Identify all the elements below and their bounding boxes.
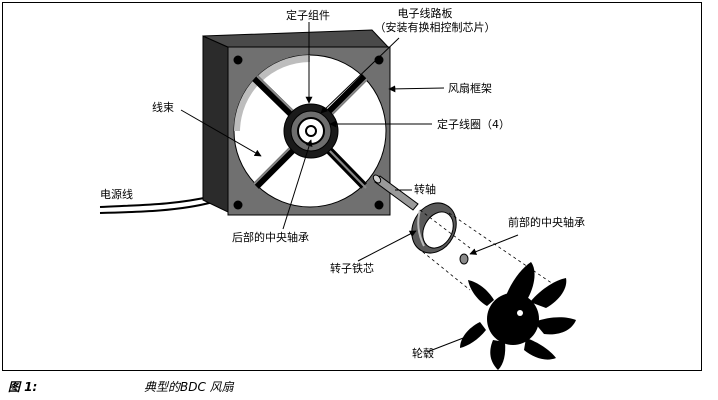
figure-number: 图 1: [8, 380, 38, 394]
figure-caption: 典型的BDC 风扇 [144, 380, 234, 394]
label-stator-assembly: 定子组件 [286, 8, 330, 22]
label-circuit-board-note: （安装有换相控制芯片） [375, 20, 496, 34]
rear-bearing-center [305, 125, 317, 137]
impeller-hub-hole [517, 310, 523, 316]
label-stator-coil: 定子线圈（4） [437, 117, 510, 131]
front-center-bearing [459, 253, 469, 265]
fan-impeller [460, 262, 576, 370]
rotating-shaft [372, 174, 419, 211]
label-rear-center-bearing: 后部的中央轴承 [232, 230, 309, 244]
label-hub: 轮毂 [412, 346, 434, 360]
rotor-core [411, 202, 457, 254]
label-leaders [180, 22, 519, 353]
label-fan-frame: 风扇框架 [448, 81, 492, 95]
label-rotor-core: 转子铁芯 [330, 261, 374, 275]
power-cord-wires [99, 195, 214, 214]
label-wire-harness: 线束 [152, 100, 174, 114]
frame-screws [233, 55, 384, 210]
label-power-cord: 电源线 [100, 187, 133, 201]
assembly-dashed-lines [417, 209, 554, 291]
label-circuit-board-title: 电子线路板 [398, 6, 453, 20]
opening-shadow [234, 55, 310, 131]
fan-frame-top [202, 29, 391, 49]
figure-frame [2, 2, 702, 371]
label-rotating-shaft: 转轴 [414, 182, 436, 196]
label-front-center-bearing: 前部的中央轴承 [508, 215, 585, 229]
